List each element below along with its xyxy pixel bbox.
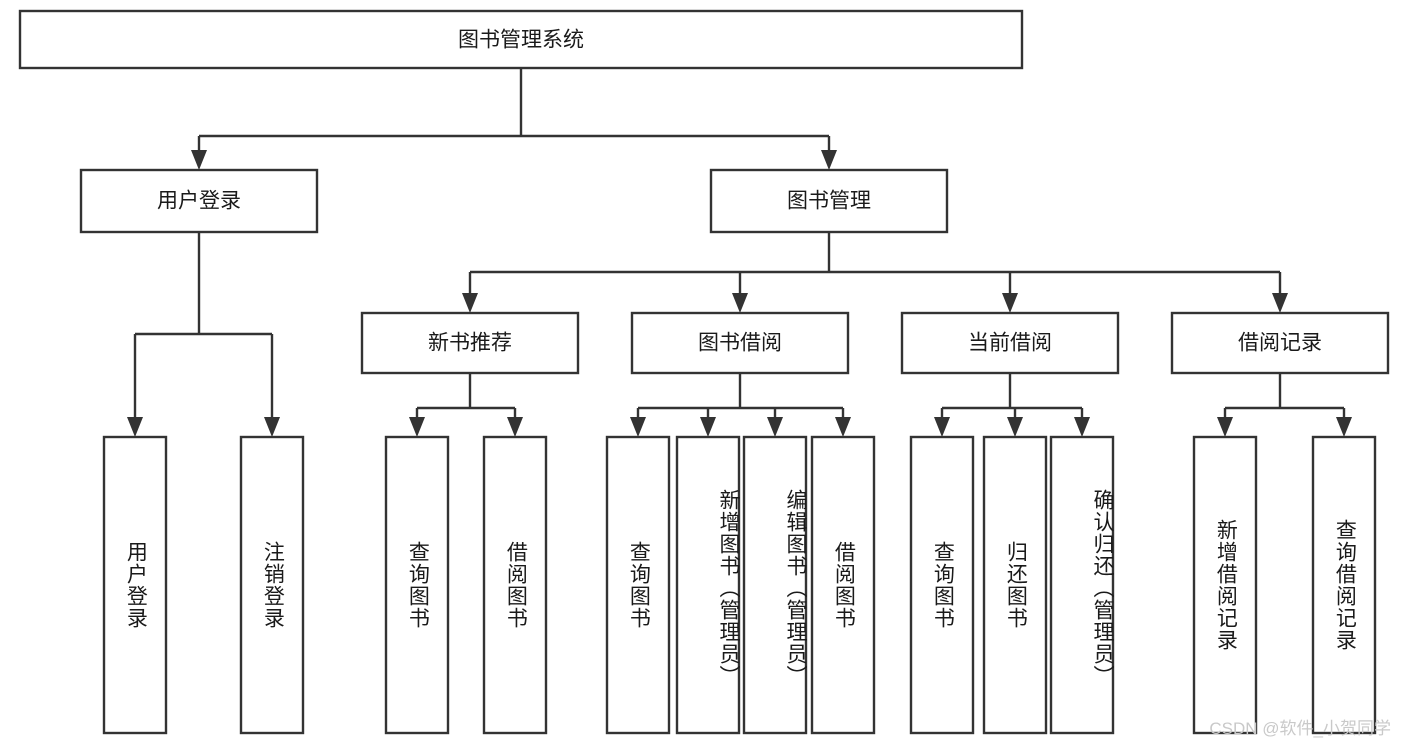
new-book-recommend-label: 新书推荐 bbox=[428, 332, 512, 355]
arrow-head-user-login bbox=[191, 150, 207, 170]
arrow-head-borrow-edit bbox=[767, 417, 783, 437]
connector-group-newbook bbox=[409, 373, 523, 437]
arrow-head-current-return bbox=[1007, 417, 1023, 437]
node-current-borrow[interactable]: 当前借阅 bbox=[900, 311, 1120, 375]
node-borrow-record[interactable]: 借阅记录 bbox=[1170, 311, 1390, 375]
connector-group-borrow bbox=[630, 373, 851, 437]
connector-group-current bbox=[934, 373, 1090, 437]
book-management-box[interactable] bbox=[709, 168, 949, 234]
leaf-box-return-book[interactable] bbox=[982, 435, 1048, 735]
arrow-head-leaf-user-login bbox=[127, 417, 143, 437]
book-borrow-box[interactable] bbox=[630, 311, 850, 375]
connector-group-user-login bbox=[127, 232, 280, 437]
leaf-box-logout[interactable] bbox=[239, 435, 305, 735]
arrow-head-record bbox=[1272, 293, 1288, 313]
root-label: 图书管理系统 bbox=[458, 29, 584, 52]
connector-group-book-mgmt bbox=[462, 232, 1288, 313]
book-borrow-label: 图书借阅 bbox=[698, 332, 782, 355]
csdn-watermark: CSDN @软件_小贺同学 bbox=[1209, 719, 1391, 738]
current-borrow-box[interactable] bbox=[900, 311, 1120, 375]
arrow-head-book-mgmt bbox=[821, 150, 837, 170]
arrow-head-current-confirm bbox=[1074, 417, 1090, 437]
leaf-box-borrow-book[interactable] bbox=[810, 435, 876, 735]
root-box[interactable] bbox=[18, 9, 1024, 70]
arrow-head-newbook-borrow bbox=[507, 417, 523, 437]
user-login-box[interactable] bbox=[79, 168, 319, 234]
leaf-box-user-login[interactable] bbox=[102, 435, 168, 735]
node-book-borrow[interactable]: 图书借阅 bbox=[630, 311, 850, 375]
node-new-book-recommend[interactable]: 新书推荐 bbox=[360, 311, 580, 375]
node-root[interactable]: 图书管理系统 bbox=[18, 9, 1024, 70]
leaf-box-query-book-recommend[interactable] bbox=[384, 435, 450, 735]
arrow-head-record-add bbox=[1217, 417, 1233, 437]
borrow-record-label: 借阅记录 bbox=[1238, 332, 1322, 355]
node-user-login[interactable]: 用户登录 bbox=[79, 168, 319, 234]
leaf-box-query-borrow-record[interactable] bbox=[1311, 435, 1377, 735]
leaf-box-borrow-book-recommend[interactable] bbox=[482, 435, 548, 735]
arrow-head-newbook bbox=[462, 293, 478, 313]
user-login-label: 用户登录 bbox=[157, 190, 241, 213]
arrow-head-leaf-logout bbox=[264, 417, 280, 437]
leaf-box-query-book-current[interactable] bbox=[909, 435, 975, 735]
leaf-box-confirm-return-admin[interactable] bbox=[1049, 435, 1115, 735]
connector-group-root bbox=[191, 68, 837, 170]
arrow-head-borrow-add bbox=[700, 417, 716, 437]
borrow-record-box[interactable] bbox=[1170, 311, 1390, 375]
arrow-head-borrow-lend bbox=[835, 417, 851, 437]
arrow-head-borrow-query bbox=[630, 417, 646, 437]
arrow-head-current bbox=[1002, 293, 1018, 313]
node-book-management[interactable]: 图书管理 bbox=[709, 168, 949, 234]
leaf-box-query-book-borrow[interactable] bbox=[605, 435, 671, 735]
current-borrow-label: 当前借阅 bbox=[968, 332, 1052, 355]
arrow-head-current-query bbox=[934, 417, 950, 437]
arrow-head-borrow bbox=[732, 293, 748, 313]
arrow-head-newbook-query bbox=[409, 417, 425, 437]
new-book-recommend-box[interactable] bbox=[360, 311, 580, 375]
leaf-box-add-borrow-record[interactable] bbox=[1192, 435, 1258, 735]
arrow-head-record-query bbox=[1336, 417, 1352, 437]
leaf-boxes bbox=[102, 435, 1377, 735]
leaf-box-add-book-admin[interactable] bbox=[675, 435, 741, 735]
book-management-label: 图书管理 bbox=[787, 190, 871, 213]
connector-group-record bbox=[1217, 373, 1352, 437]
leaf-box-edit-book-admin[interactable] bbox=[742, 435, 808, 735]
